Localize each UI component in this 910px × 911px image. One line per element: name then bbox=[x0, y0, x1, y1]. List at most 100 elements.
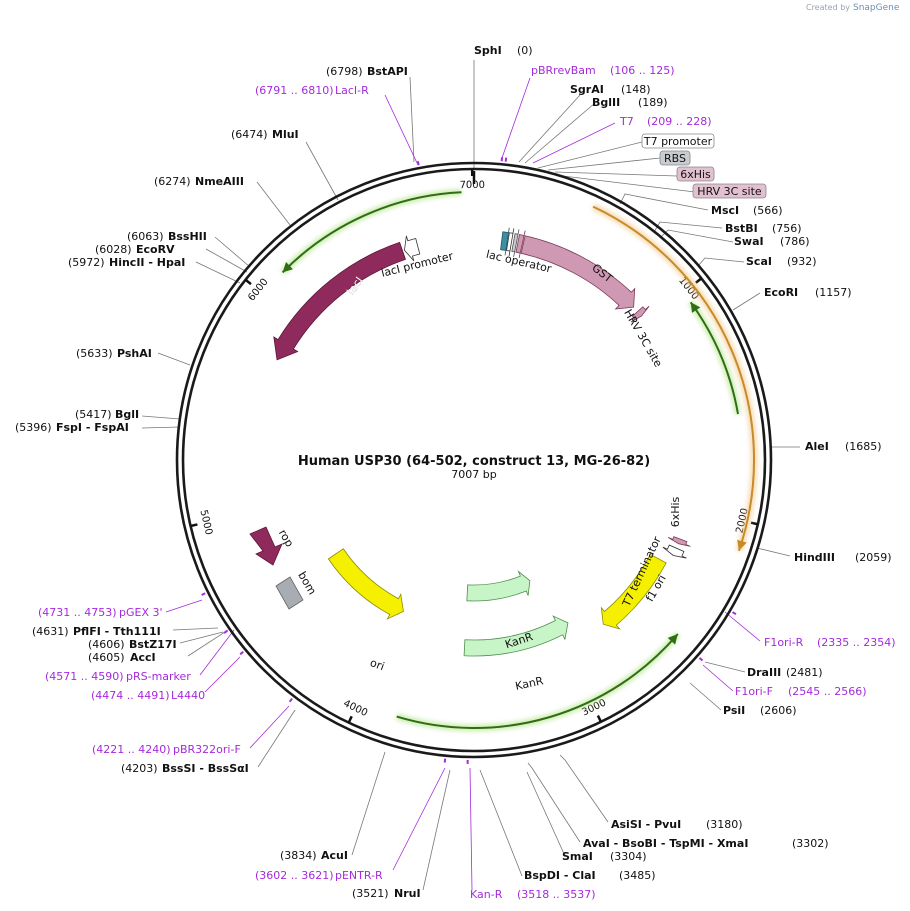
feature-f1ori-arrow bbox=[600, 553, 667, 630]
plasmid-length: 7007 bp bbox=[451, 468, 496, 481]
leader-pbr322ori-f bbox=[249, 705, 290, 749]
leader-bstapi bbox=[409, 76, 415, 163]
enzyme-pos-26: (6028) bbox=[95, 243, 132, 256]
enzyme-pos-25: (5972) bbox=[68, 256, 105, 269]
primer-mark-7 bbox=[239, 650, 244, 656]
boxed-feature-bg-3 bbox=[692, 183, 767, 199]
boxed-feature-label-1: RBS bbox=[664, 152, 686, 165]
leader-bstbi bbox=[653, 221, 723, 233]
backbone-inner bbox=[181, 167, 767, 753]
enzyme-name-20: BstZ17I bbox=[129, 638, 177, 651]
credit-prefix: Created by bbox=[806, 3, 850, 12]
enzyme-pos-9: (2059) bbox=[855, 551, 892, 564]
leader-hindiii bbox=[756, 547, 791, 557]
leader-kan-r bbox=[469, 767, 473, 891]
feature-t7-promoter-box bbox=[506, 228, 515, 257]
enzyme-pos-10: (2481) bbox=[786, 666, 823, 679]
primer-name-4: Kan-R bbox=[470, 888, 503, 901]
primer-name-6: pBR322ori-F bbox=[173, 743, 241, 756]
primer-range-9: (4731 .. 4753) bbox=[38, 606, 117, 619]
orf-kanr-head bbox=[667, 634, 678, 645]
primer-range-3: (2545 .. 2566) bbox=[788, 685, 867, 698]
backbone-outer bbox=[175, 161, 773, 759]
tick-5000 bbox=[190, 523, 198, 528]
feature-gst-arrow bbox=[520, 235, 636, 310]
boxed-feature-bg-1 bbox=[659, 150, 691, 166]
leader-sgrai bbox=[518, 94, 581, 163]
feature-lac-operator-box bbox=[500, 227, 510, 256]
orf-laci-head bbox=[282, 262, 293, 273]
primer-mark-6 bbox=[288, 697, 293, 703]
enzyme-name-15: BspDI - ClaI bbox=[524, 869, 596, 882]
leader-bstz17i bbox=[179, 631, 224, 644]
enzyme-pos-4: (756) bbox=[772, 222, 802, 235]
leader-lines bbox=[141, 60, 800, 891]
leader-6xhis bbox=[554, 171, 678, 177]
tick-label-7000: 7000 bbox=[460, 180, 486, 191]
tick-label-5000: 5000 bbox=[197, 509, 213, 536]
leader-clai bbox=[479, 769, 523, 877]
leader-f1ori-f bbox=[702, 664, 734, 692]
leader-rbs bbox=[547, 157, 661, 171]
enzyme-name-24: PshAI bbox=[117, 347, 152, 360]
leader-t7 bbox=[532, 122, 616, 164]
orf-arcs bbox=[280, 188, 758, 732]
label-ori: ori bbox=[368, 656, 386, 673]
leader-nrui bbox=[422, 769, 451, 891]
enzyme-pos-17: (3834) bbox=[280, 849, 317, 862]
enzyme-name-30: BstAPI bbox=[367, 65, 408, 78]
leader-pbrrevbam bbox=[501, 77, 531, 159]
primer-name-1: T7 bbox=[619, 115, 634, 128]
leader-asisi bbox=[559, 754, 609, 823]
leader-bglii bbox=[524, 102, 596, 164]
feature-rop-arrow bbox=[249, 526, 283, 566]
primer-mark-8 bbox=[223, 629, 228, 634]
enzyme-pos-1: (148) bbox=[621, 83, 651, 96]
leader-bgli bbox=[141, 415, 181, 420]
primer-name-5: pENTR-R bbox=[335, 869, 383, 882]
boxed-feature-bg-0 bbox=[641, 133, 715, 149]
enzyme-pos-24: (5633) bbox=[76, 347, 113, 360]
enzyme-name-13: AvaI - BsoBI - TspMI - XmaI bbox=[583, 837, 748, 850]
primer-name-9: pGEX 3' bbox=[119, 606, 163, 619]
tick-3000 bbox=[596, 714, 603, 723]
leader-bsssi bbox=[257, 709, 296, 768]
primer-name-3: F1ori-F bbox=[735, 685, 773, 698]
enzyme-name-19: AccI bbox=[130, 651, 156, 664]
boxed-feature-label-2: 6xHis bbox=[680, 168, 711, 181]
primer-mark-2 bbox=[732, 611, 737, 616]
leader-psii bbox=[689, 682, 722, 711]
boxed-feature-label-0: T7 promoter bbox=[643, 135, 713, 148]
enzyme-name-3: MscI bbox=[711, 204, 739, 217]
leader-acci bbox=[187, 629, 229, 657]
leader-acui bbox=[351, 751, 386, 856]
enzyme-pos-30: (6798) bbox=[326, 65, 363, 78]
leader-ecorv bbox=[205, 248, 248, 273]
enzyme-pos-22: (5396) bbox=[15, 421, 52, 434]
leader-pgex3 bbox=[165, 599, 203, 613]
boxed-feature-label-3: HRV 3C site bbox=[697, 185, 762, 198]
boxed-feature-bg-2 bbox=[676, 166, 715, 182]
feature-t7-terminator-arrow bbox=[662, 544, 687, 559]
enzyme-pos-20: (4606) bbox=[88, 638, 125, 651]
leader-f1ori-r bbox=[724, 611, 761, 642]
enzyme-pos-12: (3180) bbox=[706, 818, 743, 831]
primer-range-0: (106 .. 125) bbox=[610, 64, 675, 77]
primer-range-1: (209 .. 228) bbox=[647, 115, 712, 128]
leader-l4440 bbox=[204, 656, 241, 693]
feature-rbs-box bbox=[511, 229, 520, 257]
enzyme-name-21: PflFI - Tth111I bbox=[73, 625, 161, 638]
enzyme-name-12: AsiSI - PvuI bbox=[611, 818, 681, 831]
enzyme-name-9: HindIII bbox=[794, 551, 835, 564]
leader-nmeaiii bbox=[256, 181, 291, 226]
leader-pflfi bbox=[172, 627, 219, 631]
feature-laci-arrow bbox=[273, 241, 406, 361]
feature-ori-arrow bbox=[327, 548, 404, 620]
enzyme-name-22: FspI - FspAI bbox=[56, 421, 129, 434]
enzyme-name-7: EcoRI bbox=[764, 286, 798, 299]
enzyme-name-17: AcuI bbox=[321, 849, 348, 862]
tick-label-6000: 6000 bbox=[246, 277, 270, 304]
leader-bsshii bbox=[214, 236, 251, 268]
feature-laci-promoter-arrow bbox=[404, 235, 421, 262]
